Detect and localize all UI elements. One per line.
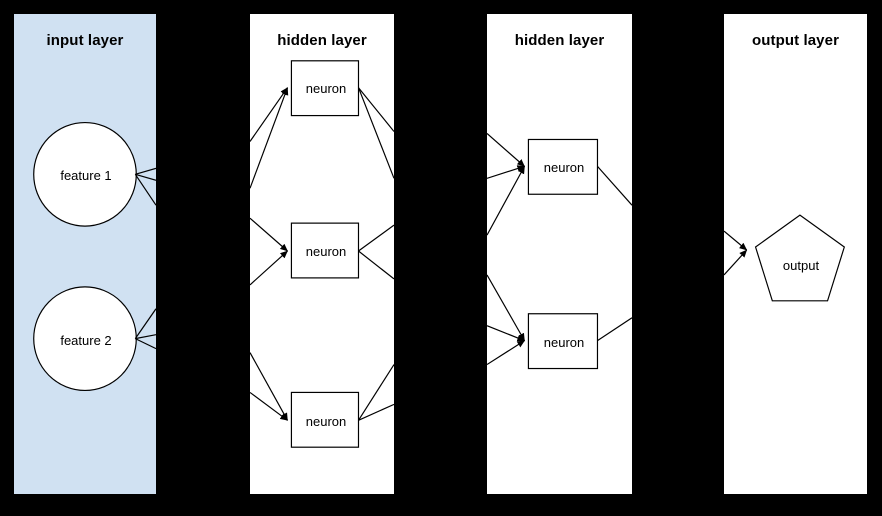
panel-output-layer[interactable]: output layer output [723, 13, 868, 495]
edge-out-h1n1-a [358, 87, 394, 132]
edge-feature2-out-b [135, 334, 156, 340]
panel-title-hidden-layer-1: hidden layer [277, 32, 367, 49]
hidden-layer-1-shapes [250, 60, 394, 448]
edge-in-h1n3-b [250, 391, 288, 421]
edge-in-h2n1-c [487, 165, 526, 236]
edge-in-h2n1-a [487, 133, 525, 167]
panel-title-output-layer: output layer [751, 32, 840, 49]
edge-out-h1n2-a [358, 224, 394, 252]
edge-feature1-out-c [134, 173, 156, 206]
edge-in-h2n2-c [487, 340, 525, 366]
output-layer-shapes [724, 214, 846, 302]
edge-out-h1n1-b [357, 87, 394, 179]
panel-title-input-layer: input layer [46, 32, 124, 49]
node-feature-2[interactable] [33, 286, 137, 392]
edge-in-h1n3-a [250, 352, 288, 421]
input-layer-shapes [33, 121, 156, 392]
node-output-pentagon[interactable] [754, 214, 846, 302]
edge-out-h1n2-b [358, 250, 394, 280]
edge-feature1-out-b [135, 173, 156, 181]
edge-feature2-out-c [135, 338, 156, 350]
edge-in-h1n1-b [250, 87, 289, 189]
node-h2-neuron-1[interactable] [527, 138, 599, 195]
edge-in-h1n2-a [250, 217, 288, 252]
edge-in-output-a [724, 230, 748, 251]
panel-hidden-layer-1[interactable]: hidden layer [249, 13, 395, 495]
edge-out-h1n3-a [357, 364, 394, 421]
edge-in-h1n1-a [250, 87, 288, 142]
edge-out-h1n3-b [358, 403, 394, 421]
edge-out-h2n2 [597, 317, 632, 342]
edge-in-h2n2-b [487, 325, 526, 342]
edge-feature1-out-a [135, 167, 156, 175]
edge-feature2-out-a [134, 308, 156, 339]
edge-in-output-b [724, 249, 748, 276]
panel-hidden-layer-2[interactable]: hidden layer neuron neuron [486, 13, 633, 495]
node-h1-neuron-1[interactable] [290, 60, 360, 117]
panel-title-hidden-layer-2: hidden layer [514, 32, 605, 49]
hidden-layer-2-shapes [487, 133, 632, 370]
node-h1-neuron-2[interactable] [290, 222, 360, 279]
edge-in-h1n2-b [250, 250, 288, 286]
node-h1-neuron-3[interactable] [290, 391, 360, 448]
edge-in-h2n2-a [487, 274, 525, 342]
node-feature-1[interactable] [33, 121, 137, 227]
panel-input-layer[interactable]: input layer feature 1 feature 2 [13, 13, 157, 495]
edge-out-h2n1 [597, 165, 632, 206]
node-h2-neuron-2[interactable] [527, 313, 599, 370]
